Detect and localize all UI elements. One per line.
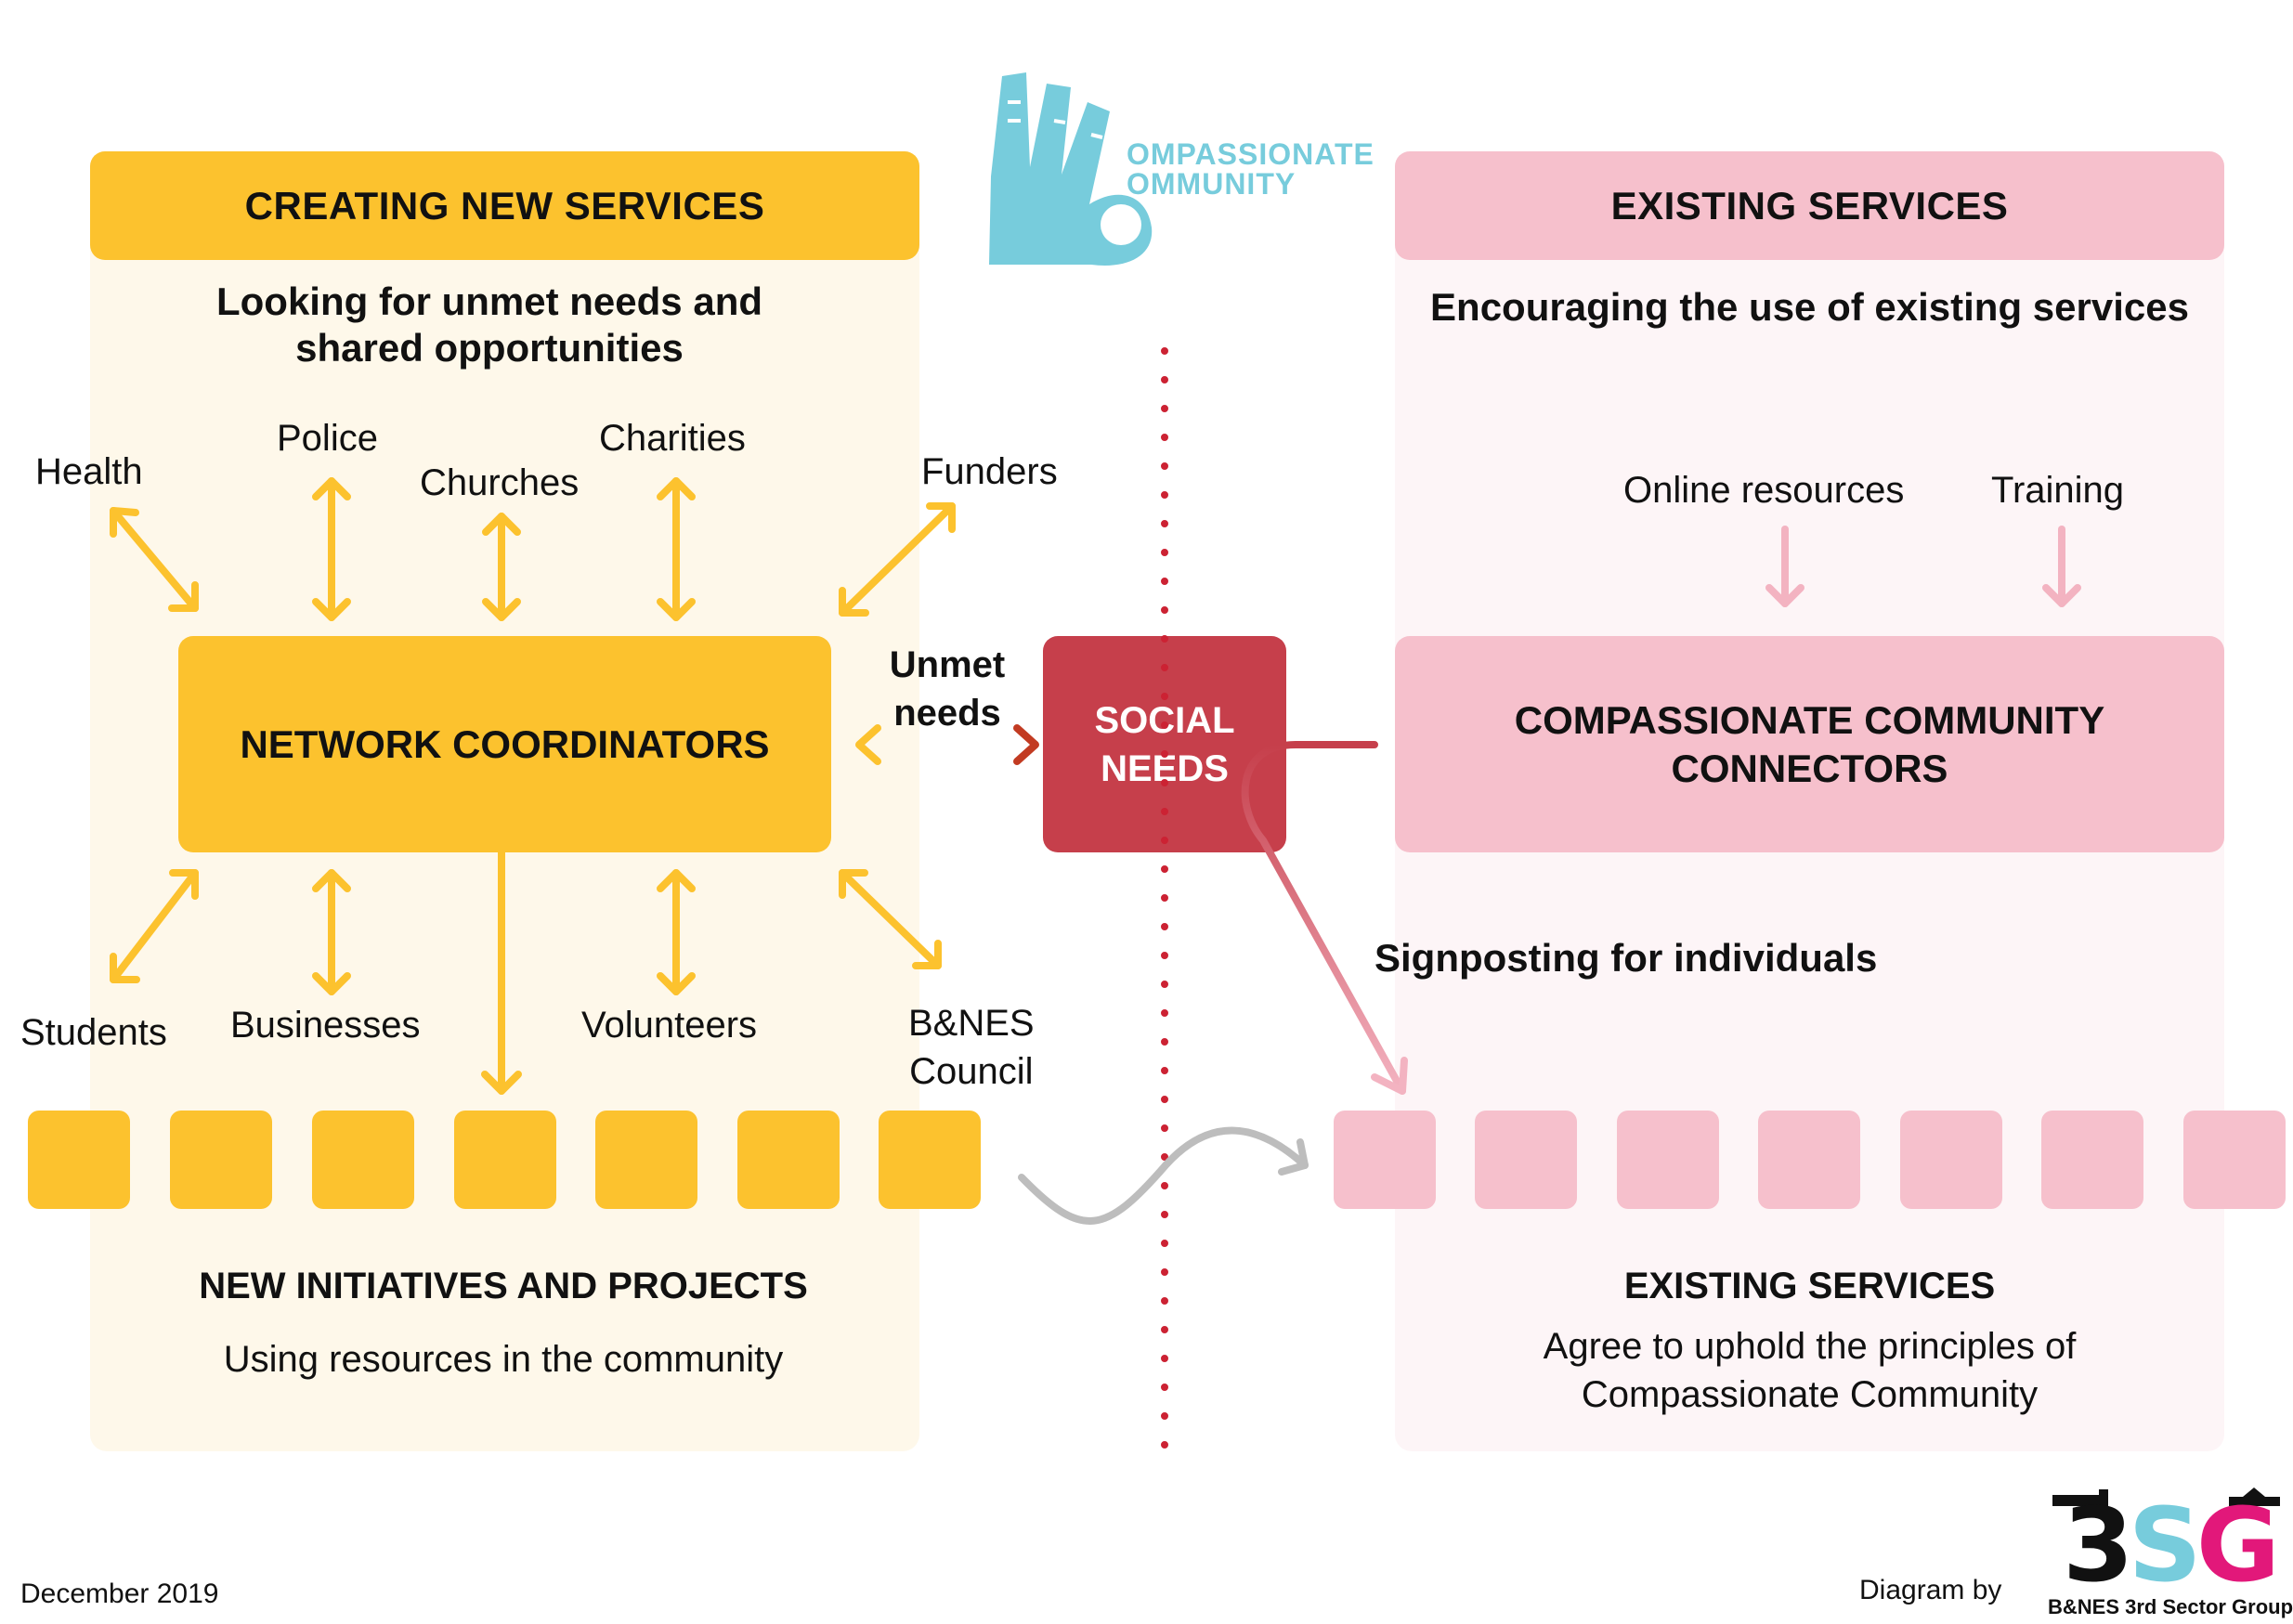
network-coordinators-box: NETWORK COORDINATORS <box>178 636 831 852</box>
arrow-to-initiatives <box>481 849 522 1095</box>
hand-ok-icon <box>989 72 1153 266</box>
3sg-logo-digit: 3 <box>2063 1488 2129 1590</box>
partner-volunteers: Volunteers <box>581 1005 758 1046</box>
unmet-needs-line1: Unmet <box>889 644 1006 685</box>
signposting-label: Signposting for individuals <box>1374 936 1878 980</box>
initiative-square <box>737 1111 840 1209</box>
arrow-banes-council <box>839 869 942 969</box>
left-footer-title: NEW INITIATIVES AND PROJECTS <box>199 1266 808 1306</box>
partner-students: Students <box>20 1012 167 1053</box>
left-subtitle-line1: Looking for unmet needs and <box>215 279 763 323</box>
credit-label: Diagram by <box>1859 1575 2002 1605</box>
arrow-businesses <box>312 869 351 995</box>
social-needs-box: SOCIAL NEEDS <box>1043 636 1286 852</box>
arrow-training <box>2042 526 2081 607</box>
input-online-resources: Online resources <box>1623 470 1905 511</box>
partner-banes-line2: Council <box>909 1051 1034 1092</box>
input-training: Training <box>1991 470 2125 511</box>
partner-banes-line1: B&NES <box>908 1003 1035 1044</box>
service-square <box>1334 1111 1436 1209</box>
service-square <box>2041 1111 2143 1209</box>
arrow-police <box>312 477 351 621</box>
compassionate-community-logo: OMPASSIONATE OMMUNITY <box>980 65 1374 269</box>
community-connectors-box: COMPASSIONATE COMMUNITY CONNECTORS <box>1395 636 2224 852</box>
left-footer-subtitle: Using resources in the community <box>223 1339 784 1380</box>
3sg-org-name: B&NES 3rd Sector Group <box>2048 1595 2293 1618</box>
service-square <box>1617 1111 1719 1209</box>
service-square <box>1900 1111 2002 1209</box>
right-footer-title: EXISTING SERVICES <box>1623 1266 1996 1306</box>
3sg-logo-graphic: 3SG <box>2052 1486 2280 1605</box>
arrow-churches <box>482 513 521 621</box>
initiative-square <box>170 1111 272 1209</box>
svg-text:3SG: 3SG <box>2063 1488 2274 1590</box>
arrow-unmet-needs <box>855 724 1039 765</box>
arrow-to-existing-services <box>1018 1126 1309 1225</box>
left-subtitle: Looking for unmet needs and shared oppor… <box>90 279 889 371</box>
partner-banes-council: B&NES Council <box>908 999 1035 1096</box>
partner-police: Police <box>277 418 378 459</box>
left-header: CREATING NEW SERVICES <box>90 151 919 260</box>
arrow-online-resources <box>1765 526 1804 607</box>
right-subtitle: Encouraging the use of existing services <box>1430 285 2189 329</box>
initiative-square <box>312 1111 414 1209</box>
partner-churches: Churches <box>420 462 580 503</box>
3sg-logo-s: S <box>2129 1488 2196 1590</box>
connectors-line2: CONNECTORS <box>1671 746 1948 790</box>
right-header: EXISTING SERVICES <box>1395 151 2224 260</box>
logo-text-line2: OMMUNITY <box>1127 167 1296 201</box>
service-square <box>1758 1111 1860 1209</box>
arrow-volunteers <box>657 869 696 995</box>
social-needs-line1: SOCIAL <box>1094 699 1235 741</box>
unmet-needs-label: Unmet needs <box>873 641 1022 737</box>
partner-charities: Charities <box>599 418 746 459</box>
arrow-health <box>110 507 199 612</box>
unmet-needs-line2: needs <box>893 693 1001 734</box>
right-footer-sub-line2: Compassionate Community <box>1581 1374 2039 1415</box>
3sg-logo-g: G <box>2196 1488 2274 1590</box>
arrow-charities <box>657 477 696 621</box>
3sg-logo: 3SG B&NES 3rd Sector Group <box>2048 1486 2293 1622</box>
partner-funders: Funders <box>921 451 1058 492</box>
left-subtitle-line2: shared opportunities <box>295 326 684 370</box>
initiative-square <box>28 1111 130 1209</box>
arrow-funders <box>839 502 956 617</box>
right-footer-subtitle: Agree to uphold the principles of Compas… <box>1395 1322 2224 1419</box>
right-footer-sub-line1: Agree to uphold the principles of <box>1543 1326 2077 1367</box>
initiative-square <box>454 1111 556 1209</box>
initiative-square <box>879 1111 981 1209</box>
date-label: December 2019 <box>20 1579 219 1609</box>
arrow-signposting <box>1241 741 1408 1095</box>
connectors-line1: COMPASSIONATE COMMUNITY <box>1514 697 2105 742</box>
arrow-students <box>110 869 199 983</box>
service-square <box>2183 1111 2286 1209</box>
service-square <box>1475 1111 1577 1209</box>
partner-health: Health <box>35 451 143 492</box>
logo-text-line1: OMPASSIONATE <box>1127 137 1374 171</box>
initiative-square <box>595 1111 697 1209</box>
partner-businesses: Businesses <box>230 1005 421 1046</box>
